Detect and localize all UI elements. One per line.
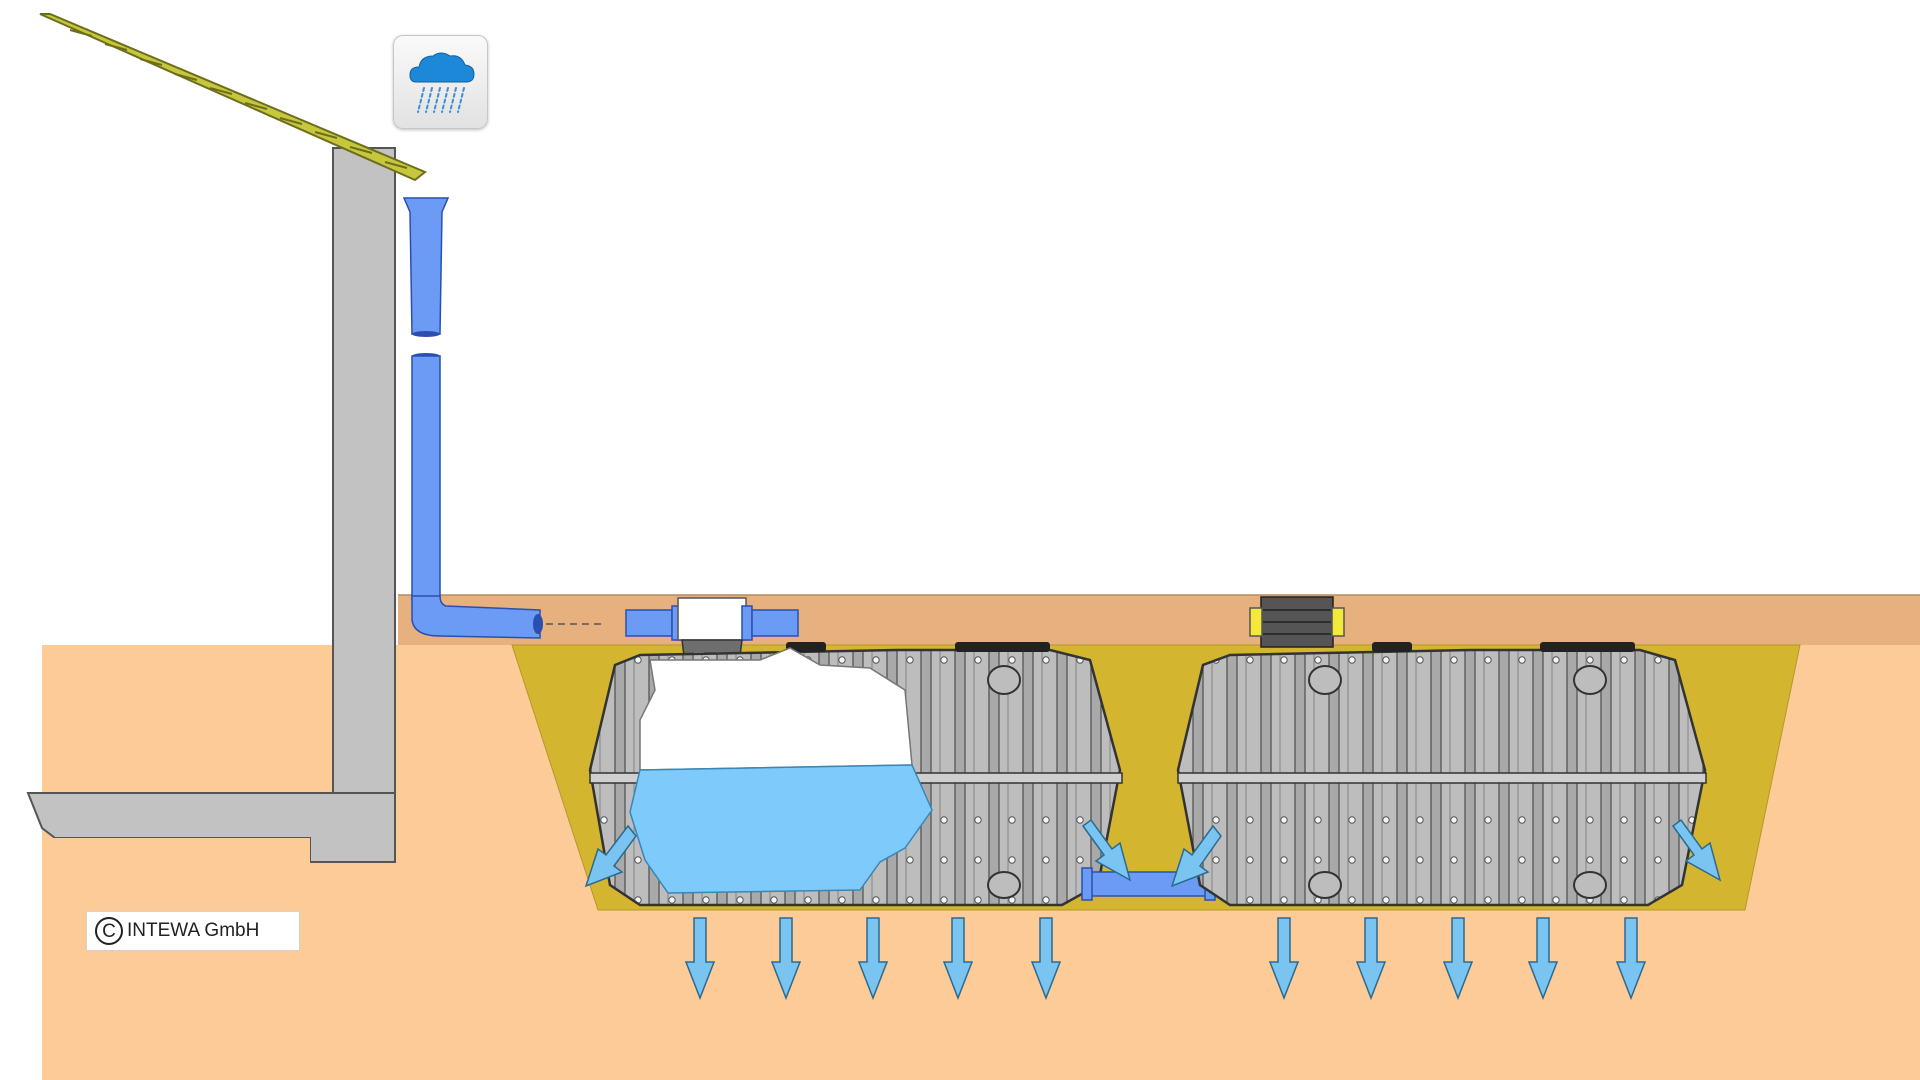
side-arrow <box>1671 818 1722 882</box>
down-arrow <box>770 917 802 1001</box>
side-arrow <box>584 824 637 888</box>
side-arrow <box>1170 824 1222 888</box>
rain-toggle-button[interactable] <box>393 35 488 129</box>
inspection-shaft <box>1249 596 1345 648</box>
side-arrow <box>1081 818 1132 882</box>
copyright-notice: C INTEWA GmbH <box>86 911 300 951</box>
down-arrow <box>684 917 716 1001</box>
down-arrow <box>1030 917 1062 1001</box>
down-arrow <box>1615 917 1647 1001</box>
basement-interior <box>42 838 310 1080</box>
tank-left <box>588 642 1123 907</box>
down-arrow <box>1442 917 1474 1001</box>
down-arrow <box>857 917 889 1001</box>
copyright-symbol: C <box>95 917 123 945</box>
house-wall <box>26 147 396 1080</box>
downpipe <box>402 197 604 639</box>
down-infiltration-arrows <box>684 917 1647 1001</box>
down-arrow <box>1527 917 1559 1001</box>
stored-water <box>629 764 933 894</box>
roof <box>39 13 427 182</box>
rain-cloud-icon <box>409 52 475 113</box>
side-infiltration-arrows <box>584 818 1722 888</box>
down-arrow <box>1268 917 1300 1001</box>
down-arrow <box>942 917 974 1001</box>
tank-right <box>1176 642 1707 907</box>
copyright-owner: INTEWA GmbH <box>127 920 260 941</box>
down-arrow <box>1355 917 1387 1001</box>
